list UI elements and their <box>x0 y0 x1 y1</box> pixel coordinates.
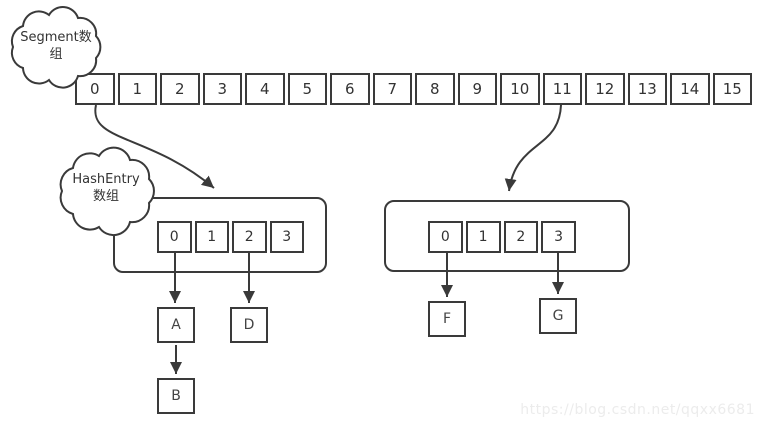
segment-cloud-label-line1: Segment数 <box>20 30 92 45</box>
segment-cloud-label-line2: 组 <box>49 46 63 62</box>
node-b: B <box>157 378 195 414</box>
left-entry-cell-3: 3 <box>269 221 304 253</box>
segment-cell-13: 13 <box>627 73 667 105</box>
arrow-segment0-to-left-bucket <box>94 104 215 189</box>
segment-cell-14: 14 <box>670 73 710 105</box>
segment-cell-0: 0 <box>75 73 115 105</box>
segment-cell-5: 5 <box>287 73 327 105</box>
segment-cell-3: 3 <box>202 73 242 105</box>
left-entry-cell-1: 1 <box>194 221 229 253</box>
node-f: F <box>428 301 466 337</box>
left-hashentry-array: 0 1 2 3 <box>157 221 304 253</box>
right-entry-cell-3: 3 <box>541 221 576 253</box>
segment-cell-11: 11 <box>542 73 582 105</box>
right-entry-cell-2: 2 <box>503 221 539 253</box>
right-entry-cell-1: 1 <box>465 221 501 253</box>
segment-cell-7: 7 <box>372 73 412 105</box>
arrow-segment11-to-right-bucket <box>504 104 562 192</box>
left-entry-cell-2: 2 <box>232 221 267 253</box>
hashentry-cloud-label-line1: HashEntry <box>72 172 140 187</box>
segment-cell-15: 15 <box>712 73 752 105</box>
segment-cell-1: 1 <box>117 73 157 105</box>
segment-cell-2: 2 <box>160 73 200 105</box>
node-d: D <box>230 307 268 343</box>
segment-cloud-label: Segment数 组 <box>18 30 94 64</box>
node-g: G <box>539 298 577 334</box>
segment-cell-9: 9 <box>457 73 497 105</box>
left-entry-cell-0: 0 <box>157 221 192 253</box>
segment-cell-12: 12 <box>585 73 625 105</box>
right-entry-cell-0: 0 <box>428 221 463 253</box>
right-hashentry-array: 0 1 2 3 <box>428 221 576 253</box>
segment-cell-8: 8 <box>415 73 455 105</box>
node-a: A <box>157 307 195 343</box>
segment-array: 0 1 2 3 4 5 6 7 8 9 10 11 12 13 14 15 <box>75 73 752 105</box>
segment-cell-10: 10 <box>500 73 540 105</box>
segment-cell-6: 6 <box>330 73 370 105</box>
segment-cell-4: 4 <box>245 73 285 105</box>
watermark: https://blog.csdn.net/qqxx6681 <box>520 402 755 418</box>
